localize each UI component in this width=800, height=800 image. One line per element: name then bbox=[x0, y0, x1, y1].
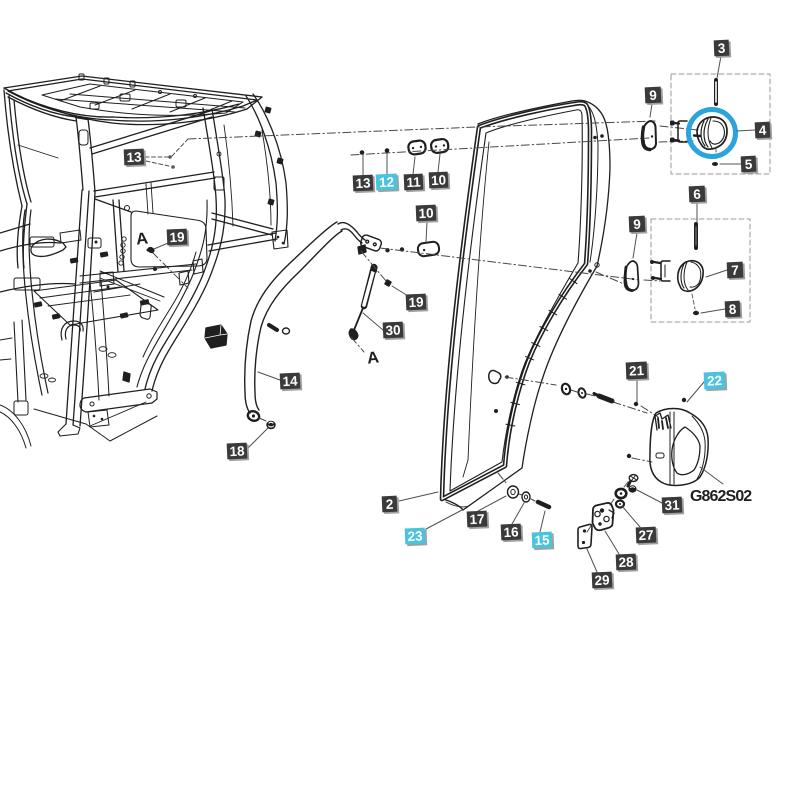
svg-text:11: 11 bbox=[406, 174, 421, 190]
svg-text:9: 9 bbox=[649, 88, 657, 103]
svg-text:2: 2 bbox=[385, 497, 393, 512]
svg-text:30: 30 bbox=[385, 322, 401, 338]
svg-text:A: A bbox=[366, 348, 380, 367]
svg-text:19: 19 bbox=[169, 229, 185, 245]
svg-text:7: 7 bbox=[731, 263, 739, 278]
svg-text:27: 27 bbox=[638, 527, 654, 543]
svg-text:19: 19 bbox=[408, 294, 424, 310]
svg-text:28: 28 bbox=[618, 554, 634, 570]
svg-text:14: 14 bbox=[282, 373, 298, 389]
svg-text:31: 31 bbox=[664, 497, 680, 513]
svg-text:17: 17 bbox=[469, 511, 485, 527]
svg-text:21: 21 bbox=[629, 363, 645, 379]
svg-text:22: 22 bbox=[707, 373, 723, 389]
svg-text:9: 9 bbox=[633, 217, 641, 232]
svg-text:8: 8 bbox=[728, 302, 737, 317]
svg-text:23: 23 bbox=[407, 528, 423, 544]
svg-text:10: 10 bbox=[431, 172, 447, 188]
svg-text:3: 3 bbox=[717, 41, 726, 56]
svg-text:6: 6 bbox=[693, 187, 702, 202]
svg-text:G862S02: G862S02 bbox=[690, 488, 752, 505]
svg-text:13: 13 bbox=[126, 149, 142, 165]
svg-text:18: 18 bbox=[229, 443, 245, 459]
svg-text:A: A bbox=[135, 229, 149, 248]
svg-text:29: 29 bbox=[594, 572, 610, 588]
svg-text:15: 15 bbox=[534, 532, 550, 548]
svg-text:12: 12 bbox=[379, 174, 395, 190]
svg-text:16: 16 bbox=[503, 524, 519, 540]
svg-text:13: 13 bbox=[355, 175, 371, 191]
svg-text:4: 4 bbox=[758, 123, 767, 138]
svg-text:10: 10 bbox=[418, 205, 434, 221]
svg-text:5: 5 bbox=[744, 157, 753, 172]
